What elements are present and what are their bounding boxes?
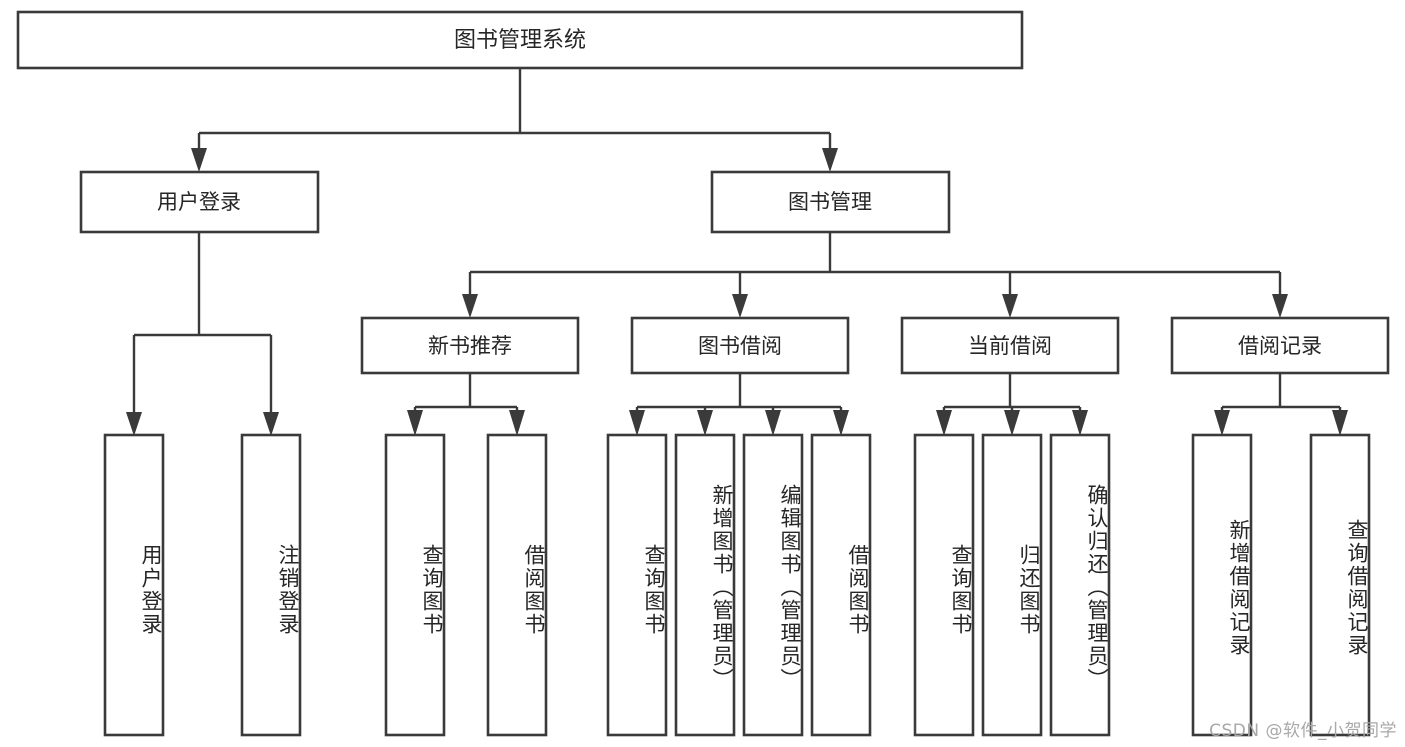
arrowhead-cb-3	[1072, 410, 1088, 436]
node-book-management-label: 图书管理	[788, 190, 872, 214]
node-book-borrow[interactable]: 图书借阅	[630, 316, 850, 375]
node-new-book-recommend-label: 新书推荐	[428, 334, 512, 358]
arrowhead-br-1	[1214, 410, 1230, 436]
arrowhead-bb-2	[697, 410, 713, 436]
node-borrow-record-label: 借阅记录	[1238, 334, 1322, 358]
arrowhead-user-login	[191, 148, 207, 172]
connector-bookmgmt-to-level3	[462, 232, 1288, 318]
leaf-boxes-new-book-recommend	[384, 433, 548, 737]
leaf-box-bb-4[interactable]	[810, 433, 872, 737]
arrowhead-l3-2	[732, 294, 748, 318]
connector-currentborrow-to-leaves	[936, 373, 1088, 436]
node-current-borrow-box[interactable]	[900, 316, 1120, 375]
connector-newbook-to-leaves	[407, 373, 525, 436]
arrowhead-nb-2	[509, 410, 525, 436]
node-book-management[interactable]: 图书管理	[710, 170, 951, 234]
connector-borrowrecord-to-leaves	[1214, 373, 1348, 436]
leaf-boxes-user-login	[103, 433, 302, 737]
node-book-borrow-box[interactable]	[630, 316, 850, 375]
arrowhead-l3-4	[1272, 294, 1288, 318]
connector-userlogin-to-leaves	[126, 232, 279, 436]
arrowhead-ul-2	[263, 412, 279, 436]
connector-root-to-level2	[191, 68, 838, 172]
leaf-box-br-2[interactable]	[1309, 433, 1371, 737]
leaf-boxes-current-borrow	[913, 433, 1111, 737]
leaf-box-cb-2[interactable]	[981, 433, 1043, 737]
watermark-text: CSDN @软件_小贺同学	[1209, 721, 1397, 741]
arrowhead-ul-1	[126, 412, 142, 436]
leaf-box-nb-1[interactable]	[384, 433, 446, 737]
node-user-login-label: 用户登录	[157, 190, 241, 214]
node-current-borrow[interactable]: 当前借阅	[900, 316, 1120, 375]
leaf-box-cb-1[interactable]	[913, 433, 975, 737]
arrowhead-l3-1	[462, 294, 478, 318]
leaf-boxes-borrow-record	[1191, 433, 1371, 737]
arrowhead-bb-3	[765, 410, 781, 436]
node-root[interactable]: 图书管理系统	[16, 10, 1024, 70]
arrowhead-nb-1	[407, 410, 423, 436]
arrowhead-l3-3	[1002, 294, 1018, 318]
node-user-login-box[interactable]	[79, 170, 320, 234]
node-user-login[interactable]: 用户登录	[79, 170, 320, 234]
leaf-box-br-1[interactable]	[1191, 433, 1253, 737]
node-borrow-record[interactable]: 借阅记录	[1170, 316, 1390, 375]
leaf-box-bb-1[interactable]	[606, 433, 668, 737]
leaf-box-ul-2[interactable]	[240, 433, 302, 737]
leaf-box-cb-3[interactable]	[1049, 433, 1111, 737]
node-root-label: 图书管理系统	[454, 28, 586, 53]
arrowhead-book-mgmt	[822, 148, 838, 172]
node-book-management-box[interactable]	[710, 170, 951, 234]
node-new-book-recommend[interactable]: 新书推荐	[360, 316, 580, 375]
node-root-box[interactable]	[16, 10, 1024, 70]
node-borrow-record-box[interactable]	[1170, 316, 1390, 375]
leaf-box-nb-2[interactable]	[486, 433, 548, 737]
leaf-box-bb-2[interactable]	[674, 433, 736, 737]
leaf-box-ul-1[interactable]	[103, 433, 165, 737]
arrowhead-bb-4	[833, 410, 849, 436]
leaf-boxes-book-borrow	[606, 433, 872, 737]
node-current-borrow-label: 当前借阅	[968, 334, 1052, 358]
arrowhead-br-2	[1332, 410, 1348, 436]
arrowhead-cb-1	[936, 410, 952, 436]
arrowhead-cb-2	[1004, 410, 1020, 436]
node-new-book-recommend-box[interactable]	[360, 316, 580, 375]
leaf-box-bb-3[interactable]	[742, 433, 804, 737]
node-book-borrow-label: 图书借阅	[698, 334, 782, 358]
arrowhead-bb-1	[629, 410, 645, 436]
connector-bookborrow-to-leaves	[629, 373, 849, 436]
